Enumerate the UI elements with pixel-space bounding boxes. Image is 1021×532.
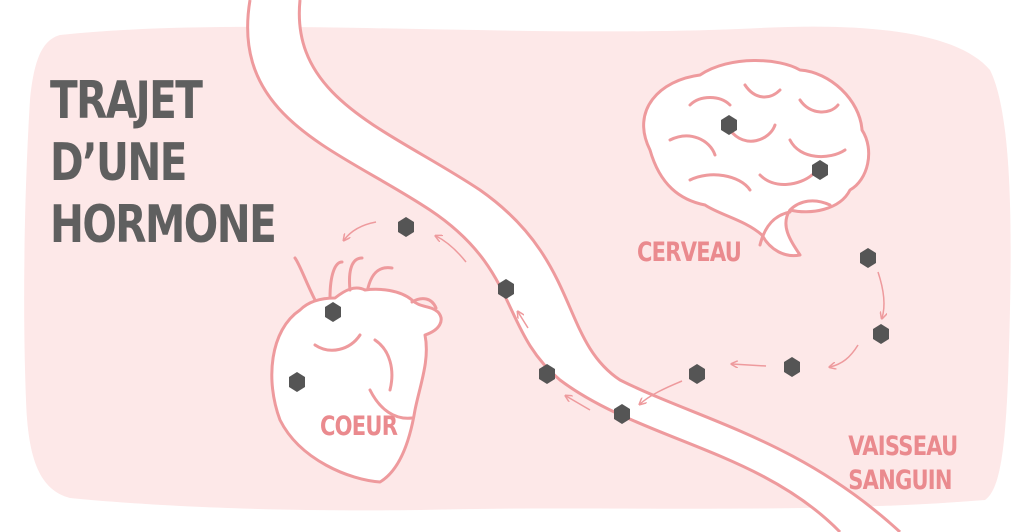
flow-arrow-icon [640,380,683,404]
vessel-label-line-1: VAISSEAU [848,431,958,462]
diagram-title: TRAJET D’UNE HORMONE [50,70,277,256]
vessel-label-line-2: SANGUIN [848,465,952,496]
flow-arrow-icon [566,396,591,411]
vessel-label: VAISSEAU SANGUIN [848,430,958,498]
hormone-hexagon-icon [873,324,889,344]
hormone-hexagon-icon [498,279,514,299]
flow-arrow-icon [344,221,377,240]
title-line-3: HORMONE [50,195,277,255]
hormone-hexagon-icon [784,357,800,377]
heart-icon [270,256,443,484]
hormone-hexagon-icon [539,364,555,384]
flow-arrow-icon [436,236,467,263]
hormone-hexagon-icon [614,404,630,424]
hormone-hexagon-icon [812,160,828,180]
hormone-hexagon-icon [721,115,737,135]
flow-arrow-icon [877,271,884,318]
flow-arrows [344,221,884,411]
title-line-2: D’UNE [50,133,187,193]
hormone-hexagon-icon [325,302,341,322]
flow-arrow-icon [732,364,767,366]
brain-icon [642,59,871,258]
brain-label: CERVEAU [637,237,742,268]
flow-arrow-icon [518,312,529,329]
title-line-1: TRAJET [50,71,203,131]
hormone-particles [289,115,889,424]
heart-label: COEUR [320,411,398,442]
hormone-hexagon-icon [689,364,705,384]
flow-arrow-icon [830,344,859,367]
hormone-hexagon-icon [289,372,305,392]
hormone-hexagon-icon [398,217,414,237]
hormone-hexagon-icon [860,248,876,268]
